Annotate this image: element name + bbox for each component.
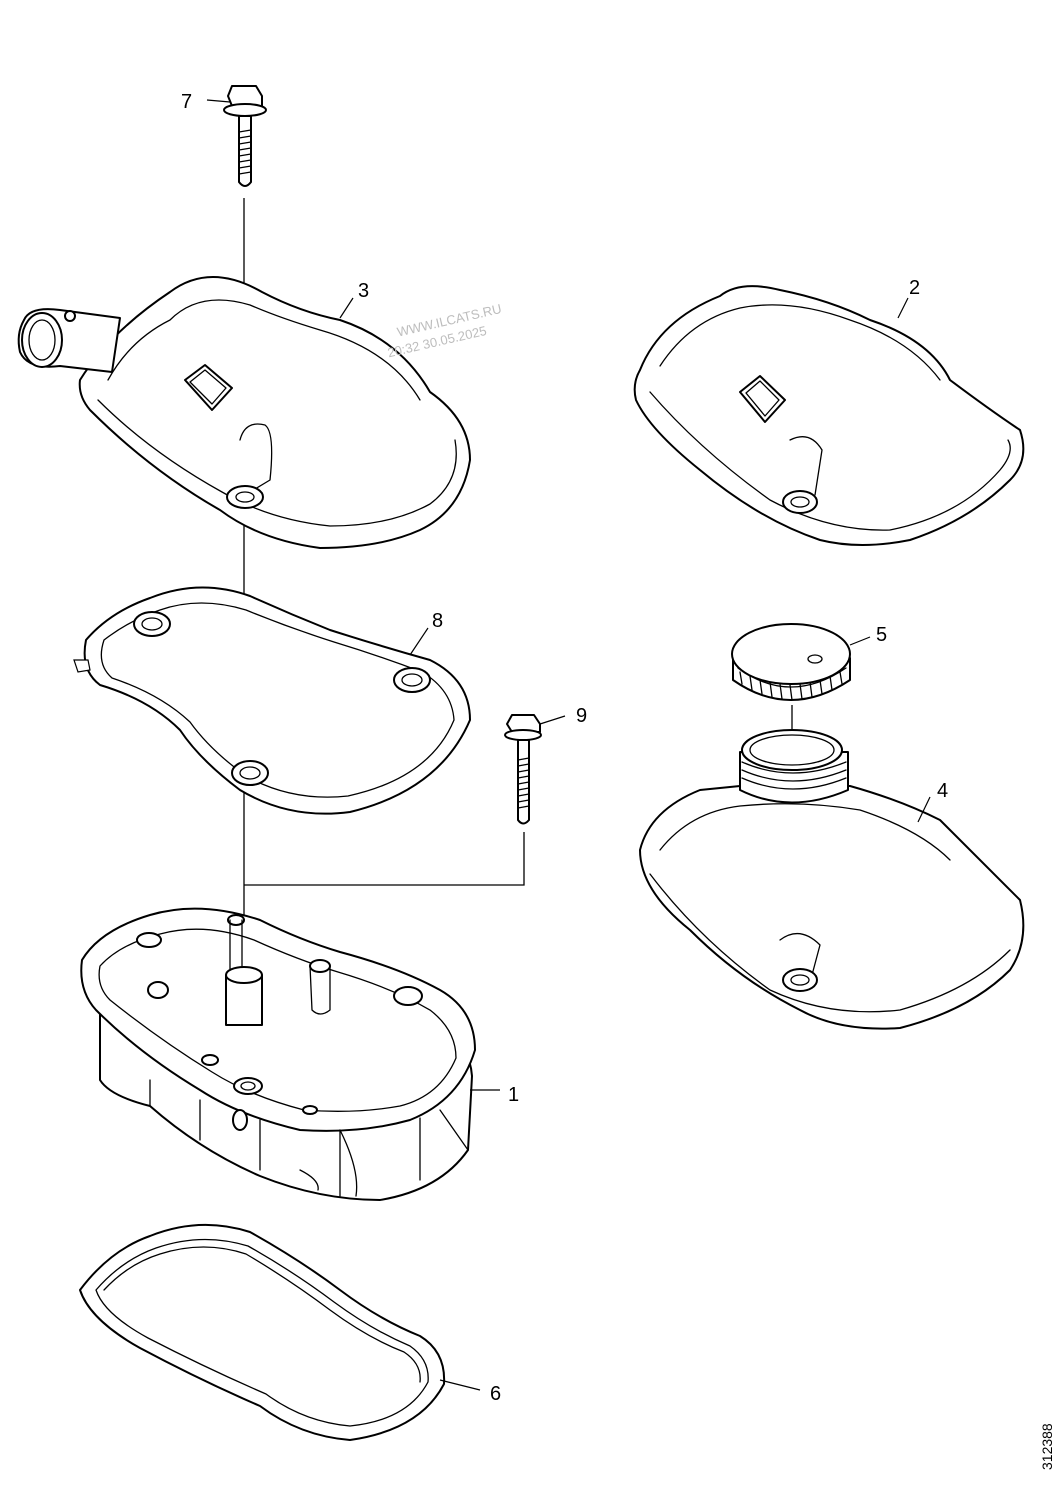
- filler-cap-part-5: [731, 623, 851, 701]
- callout-1: 1: [508, 1084, 519, 1106]
- bolt-part-9: [504, 714, 542, 825]
- callout-6: 6: [490, 1383, 501, 1405]
- gasket-part-8: [73, 586, 471, 815]
- callout-7: 7: [181, 91, 192, 113]
- callout-3: 3: [358, 280, 369, 302]
- valve-cover-part-2: [633, 285, 1025, 546]
- valve-cover-part-3: [17, 276, 471, 549]
- callout-8: 8: [432, 610, 443, 632]
- housing-part-1: [80, 907, 476, 1201]
- callout-9: 9: [576, 705, 587, 727]
- callout-2: 2: [909, 277, 920, 299]
- callout-4: 4: [937, 780, 948, 802]
- valve-cover-part-4: [639, 729, 1025, 1030]
- bolt-part-7: [223, 85, 267, 187]
- callout-labels: 7 3 2 8 5 9 4 1 6: [181, 91, 948, 1405]
- gasket-part-6: [79, 1223, 446, 1441]
- leader-lines: [206, 99, 931, 1391]
- watermark: WWW.ILCATS.RU 20:32 30.05.2025: [386, 301, 503, 360]
- figure-reference-number: 312388: [1039, 1423, 1055, 1470]
- callout-5: 5: [876, 624, 887, 646]
